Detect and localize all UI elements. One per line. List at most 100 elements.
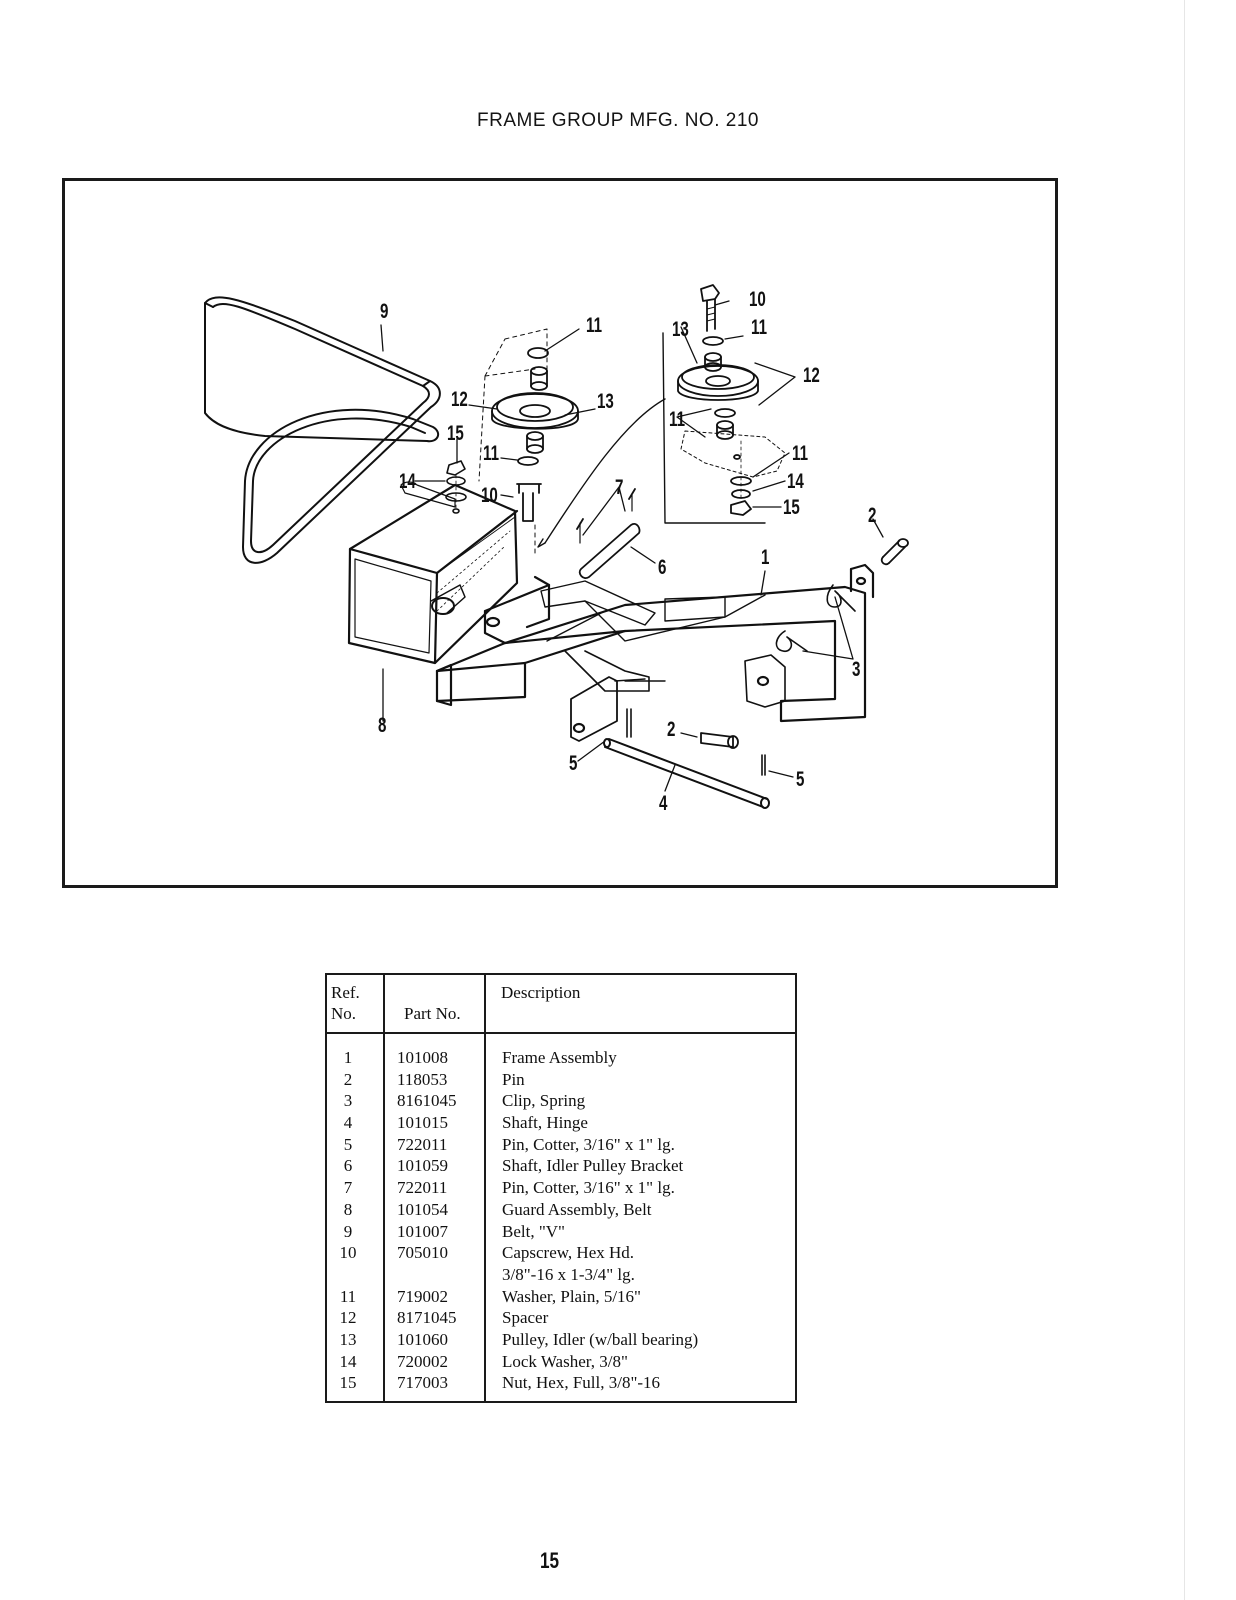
page-edge-rule: [1184, 0, 1185, 1600]
cell-description: Pin, Cotter, 3/16" x 1" lg.: [502, 1134, 675, 1154]
cell-part-no: 717003: [397, 1373, 448, 1393]
cell-ref: 13: [339, 1329, 357, 1349]
table-row: 12 8171045 Spacer: [327, 1307, 795, 1329]
cell-description: Shaft, Idler Pulley Bracket: [502, 1156, 684, 1176]
cell-ref: 8: [343, 1199, 353, 1219]
header-description: Description: [501, 983, 581, 1002]
hinge-shaft: [603, 738, 770, 809]
cell-description: Clip, Spring: [502, 1091, 586, 1111]
cell-description: Guard Assembly, Belt: [502, 1199, 652, 1219]
cell-description: Pulley, Idler (w/ball bearing): [502, 1329, 699, 1349]
cell-ref: 5: [343, 1134, 353, 1154]
callout-8: 8: [378, 714, 387, 737]
cell-part-no: 722011: [397, 1178, 448, 1198]
callout-13: 13: [597, 390, 614, 413]
callout-5: 5: [796, 768, 805, 791]
table-row: 14 720002 Lock Washer, 3/8": [327, 1351, 795, 1373]
table-row: 11 719002 Washer, Plain, 5/16": [327, 1286, 795, 1308]
callout-2: 2: [868, 504, 877, 527]
callout-14: 14: [787, 470, 804, 493]
pin-upper: [880, 538, 909, 566]
table-row: 13 101060 Pulley, Idler (w/ball bearing): [327, 1329, 795, 1351]
callout-15: 15: [447, 422, 464, 445]
cell-description: Pin: [502, 1069, 525, 1089]
cell-description: Lock Washer, 3/8": [502, 1351, 628, 1371]
cell-ref: 2: [343, 1069, 353, 1089]
table-row: 10 705010 Capscrew, Hex Hd. 3/8"-16 x 1-3/…: [327, 1242, 795, 1285]
header-ref-line2: No.: [331, 1004, 357, 1023]
cell-part-no: 8161045: [397, 1091, 457, 1111]
cell-part-no: 101054: [397, 1199, 448, 1219]
cell-ref: 15: [339, 1373, 357, 1393]
leader-lines: [380, 300, 884, 792]
column-divider: [383, 975, 385, 1401]
cell-description: Spacer: [502, 1308, 549, 1328]
spring-clips: [775, 584, 856, 653]
table-row: 8 101054 Guard Assembly, Belt: [327, 1199, 795, 1221]
callout-11: 11: [483, 442, 499, 465]
exploded-diagram: 9 11 12 13 15 14 11 10 8 7 6 1 10 13 11 …: [62, 178, 1058, 888]
cell-part-no: 722011: [397, 1134, 448, 1154]
callout-1: 1: [761, 546, 770, 569]
guard-hardware-stack: [445, 460, 467, 514]
cell-description: Nut, Hex, Full, 3/8"-16: [502, 1373, 661, 1393]
right-idler-pulley-stack: [662, 284, 786, 524]
cell-ref: 12: [339, 1308, 357, 1328]
table-row: 5 722011 Pin, Cotter, 3/16" x 1" lg.: [327, 1134, 795, 1156]
table-row: 4 101015 Shaft, Hinge: [327, 1112, 795, 1134]
main-frame: [435, 563, 875, 742]
assembly-lead-line: [544, 398, 666, 544]
cell-part-no: 101015: [397, 1113, 448, 1133]
cell-part-no: 719002: [397, 1286, 448, 1306]
callout-11: 11: [669, 408, 685, 431]
cell-part-no: 8171045: [397, 1308, 457, 1328]
callout-9: 9: [380, 300, 389, 323]
cell-part-no: 101007: [397, 1221, 448, 1241]
callout-11: 11: [792, 442, 808, 465]
header-part-no: Part No.: [404, 1004, 461, 1023]
cell-part-no: 720002: [397, 1351, 448, 1371]
callout-11: 11: [751, 316, 767, 339]
table-row: 3 8161045 Clip, Spring: [327, 1090, 795, 1112]
cell-description: Belt, "V": [502, 1221, 565, 1241]
table-row: 2 118053 Pin: [327, 1069, 795, 1091]
cell-ref: 6: [343, 1156, 353, 1176]
table-row: 15 717003 Nut, Hex, Full, 3/8"-16: [327, 1372, 795, 1394]
callout-12: 12: [803, 364, 820, 387]
callout-6: 6: [658, 556, 667, 579]
callout-12: 12: [451, 388, 468, 411]
callout-3: 3: [852, 658, 861, 681]
pin-lower: [700, 732, 739, 749]
cell-part-no: 118053: [397, 1069, 448, 1089]
cell-ref: 7: [343, 1178, 353, 1198]
header-rule: [327, 1032, 795, 1034]
cell-part-no: 705010: [397, 1243, 448, 1263]
cell-ref: 4: [343, 1113, 353, 1133]
cell-ref: 10: [339, 1243, 357, 1263]
cell-ref: 3: [343, 1091, 353, 1111]
table-row: 9 101007 Belt, "V": [327, 1221, 795, 1243]
diagram-drawing: [204, 284, 909, 809]
cell-description: Washer, Plain, 5/16": [502, 1286, 641, 1306]
header-ref-line1: Ref.: [331, 983, 360, 1002]
cell-part-no: 101060: [397, 1329, 448, 1349]
table-row: 6 101059 Shaft, Idler Pulley Bracket: [327, 1155, 795, 1177]
idler-shaft-and-cotter-pins: [576, 488, 641, 579]
cell-ref: 1: [343, 1048, 353, 1067]
column-divider: [484, 975, 486, 1401]
callout-11: 11: [586, 314, 602, 337]
page-number: 15: [540, 1548, 560, 1573]
cell-part-no: 101059: [397, 1156, 448, 1176]
cotter-pins-lower: [626, 708, 766, 776]
cell-ref: 11: [339, 1286, 357, 1306]
cell-description: Shaft, Hinge: [502, 1113, 588, 1133]
cell-description: Capscrew, Hex Hd. 3/8"-16 x 1-3/4" lg.: [502, 1243, 635, 1284]
cell-ref: 14: [339, 1351, 357, 1371]
callout-5: 5: [569, 752, 578, 775]
cell-ref: 9: [343, 1221, 353, 1241]
callout-14: 14: [399, 470, 416, 493]
